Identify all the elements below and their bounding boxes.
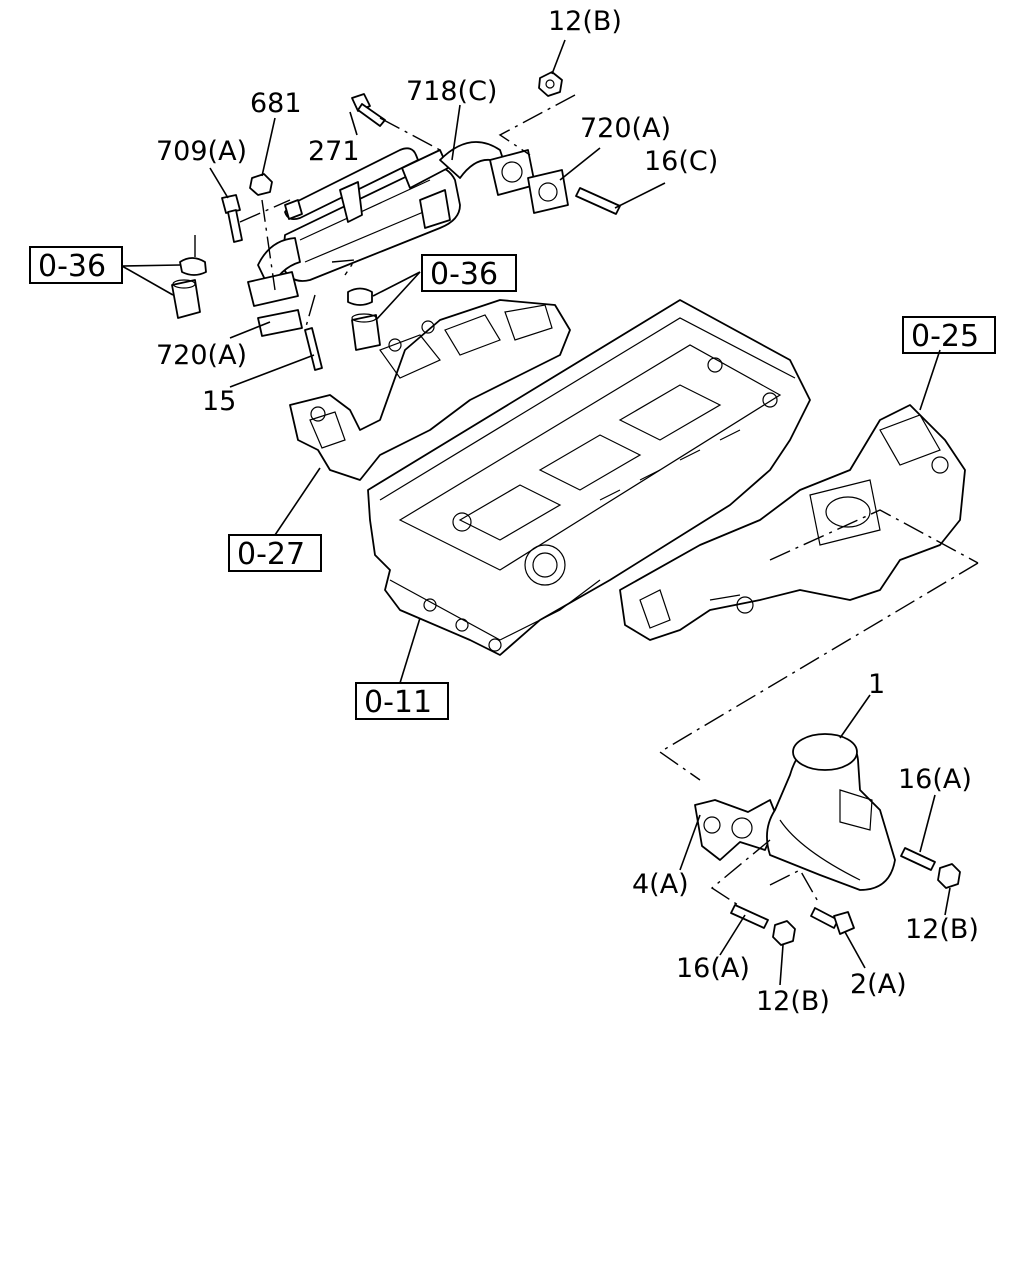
callout-718c: 718(C) (406, 76, 497, 107)
cylinder-head (367, 299, 811, 656)
callout-709a: 709(A) (156, 136, 247, 167)
callout-12b-top: 12(B) (548, 6, 622, 37)
callout-12b-bottom: 12(B) (756, 986, 830, 1017)
reference-lines (194, 94, 979, 906)
callout-16a-right: 16(A) (898, 764, 972, 795)
reference-boxes: 0-36 0-36 0-25 0-27 0-11 (29, 246, 996, 720)
ref-025: 0-25 (911, 319, 979, 354)
callout-16c: 16(C) (644, 146, 718, 177)
callout-4a: 4(A) (632, 869, 689, 900)
callout-720a-left: 720(A) (156, 340, 247, 371)
callout-12b-right: 12(B) (905, 914, 979, 945)
ref-036-left: 0-36 (38, 249, 106, 284)
callout-2a: 2(A) (850, 969, 907, 1000)
leader-lines (121, 39, 951, 986)
ref-box-025 (902, 316, 996, 354)
callout-16a-bottom: 16(A) (676, 953, 750, 984)
egr-cooler-assembly (171, 71, 621, 371)
ref-036-mid: 0-36 (430, 257, 498, 292)
ref-027: 0-27 (237, 537, 305, 572)
callout-15: 15 (202, 386, 236, 417)
callout-720a-top: 720(A) (580, 113, 671, 144)
exhaust-manifold (289, 299, 571, 481)
ref-box-036-left (29, 246, 123, 284)
ref-box-011 (355, 682, 449, 720)
callout-681: 681 (250, 88, 302, 119)
callout-1: 1 (868, 669, 885, 700)
ref-box-027 (228, 534, 322, 572)
callout-labels: 12(B) 718(C) 681 271 720(A) 709(A) 16(C)… (156, 6, 979, 1017)
ref-box-036-mid (421, 254, 517, 292)
ref-011: 0-11 (364, 685, 432, 720)
egr-valve-assembly (694, 733, 961, 946)
callout-271: 271 (308, 136, 360, 167)
intake-manifold (619, 404, 966, 641)
